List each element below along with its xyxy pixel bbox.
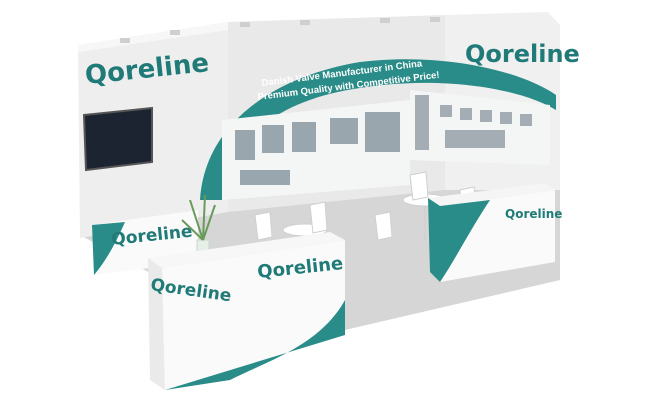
right-counter-top xyxy=(428,183,555,206)
front-counter-front xyxy=(162,240,345,390)
spotlights xyxy=(120,17,440,43)
brand-logo-right-wall: Qoreline xyxy=(465,40,580,68)
front-counter-side xyxy=(148,258,165,390)
front-counter-top xyxy=(148,232,345,268)
tv-screen xyxy=(82,106,153,172)
brand-logo-right-counter: Qoreline xyxy=(505,207,562,221)
product-images xyxy=(235,112,400,185)
teal-arch-banner xyxy=(200,59,556,200)
right-counter-side xyxy=(428,198,440,282)
